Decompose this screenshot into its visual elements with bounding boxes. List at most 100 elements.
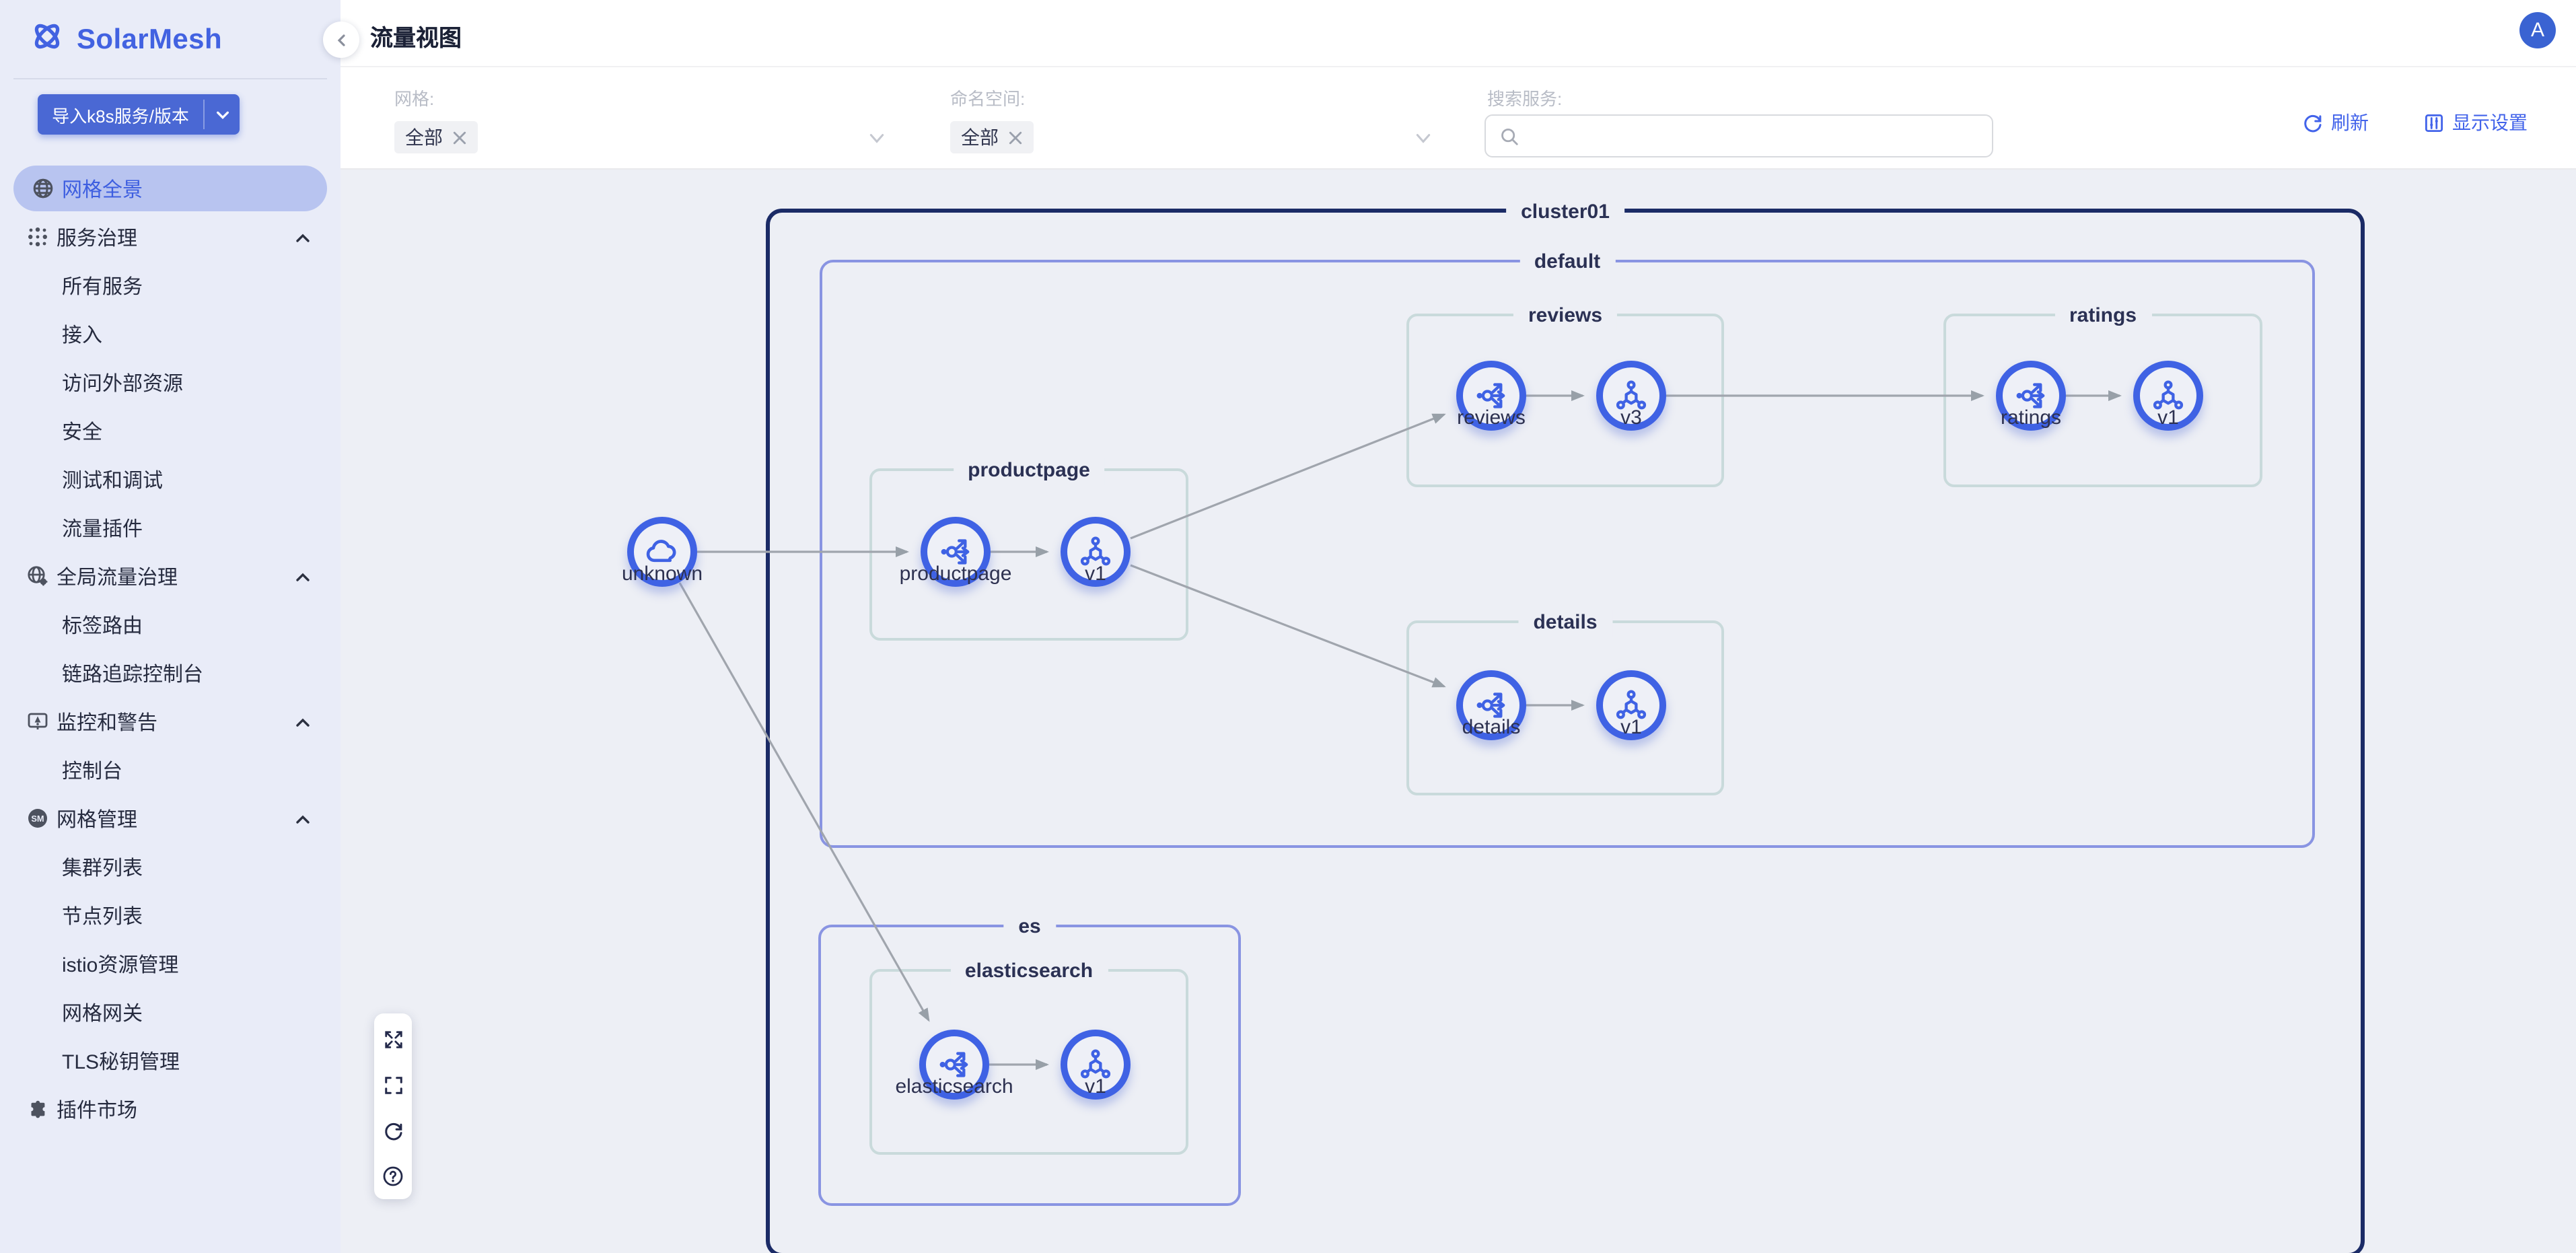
- sidebar-item-label: 链路追踪控制台: [62, 663, 204, 686]
- sidebar-group-label: 全局流量治理: [57, 566, 178, 589]
- node-details[interactable]: [1456, 670, 1526, 740]
- header: 流量视图 A: [341, 0, 2576, 66]
- namespace-filter-label: 命名空间:: [950, 89, 1026, 109]
- sidebar-item-tracing-console[interactable]: 链路追踪控制台: [0, 649, 341, 697]
- sidebar-item-label: 插件市场: [57, 1099, 138, 1122]
- sidebar-item-access[interactable]: 接入: [0, 310, 341, 358]
- search-service-box: [1484, 114, 1993, 157]
- sidebar-item-label: 流量插件: [62, 517, 143, 540]
- node-label: v1: [1620, 716, 1642, 739]
- mesh-filter-label: 网格:: [394, 89, 435, 109]
- node-ratings[interactable]: [1996, 361, 2066, 431]
- fullscreen-button[interactable]: [374, 1062, 412, 1108]
- cluster-label: cluster01: [1506, 199, 1624, 226]
- expand-arrows-icon: [384, 1030, 402, 1048]
- refresh-button[interactable]: 刷新: [2303, 109, 2369, 136]
- service-box-elasticsearch[interactable]: elasticsearch: [869, 958, 1188, 1155]
- sidebar-item-test-debug[interactable]: 测试和调试: [0, 455, 341, 503]
- user-avatar[interactable]: A: [2519, 12, 2556, 48]
- import-k8s-button[interactable]: 导入k8s服务/版本: [38, 94, 240, 135]
- sidebar-divider: [13, 78, 327, 79]
- button-divider: [203, 100, 205, 129]
- namespace-filter-tag[interactable]: 全部: [950, 121, 1034, 153]
- solarmesh-logo-icon: [30, 19, 65, 61]
- refresh-icon: [2304, 114, 2322, 132]
- sidebar-item-external-resources[interactable]: 访问外部资源: [0, 358, 341, 406]
- sm-badge-icon: SM: [27, 808, 48, 829]
- node-label: ratings: [2000, 406, 2062, 429]
- traffic-topology-canvas[interactable]: cluster01 default reviews ratings produc…: [341, 167, 2576, 1253]
- filter-bar: 网格: 全部 命名空间: 全部 搜索服务: 刷新 显示设置: [341, 66, 2576, 170]
- node-elasticsearch-v1[interactable]: [1061, 1030, 1131, 1100]
- sidebar-group-monitoring-alerts[interactable]: 监控和警告: [0, 697, 341, 746]
- remove-icon[interactable]: [452, 130, 467, 145]
- node-label: elasticsearch: [895, 1075, 1013, 1098]
- sidebar-item-label: istio资源管理: [62, 954, 179, 976]
- node-label: reviews: [1457, 406, 1526, 429]
- node-label: v1: [2157, 406, 2179, 429]
- service-group-label: reviews: [1513, 303, 1618, 330]
- chevron-left-icon: [336, 34, 345, 46]
- logo: SolarMesh: [30, 19, 222, 61]
- chevron-down-icon[interactable]: [205, 94, 240, 135]
- namespace-label: es: [1003, 914, 1056, 941]
- service-box-ratings[interactable]: ratings: [1943, 303, 2262, 487]
- service-group-label: details: [1518, 610, 1612, 637]
- sidebar-item-console[interactable]: 控制台: [0, 746, 341, 794]
- help-button[interactable]: [374, 1153, 412, 1199]
- import-k8s-button-label[interactable]: 导入k8s服务/版本: [52, 106, 189, 126]
- search-service-input[interactable]: [1519, 116, 1992, 156]
- sidebar-item-traffic-plugins[interactable]: 流量插件: [0, 503, 341, 552]
- namespace-box-default[interactable]: default: [820, 249, 2315, 848]
- service-box-productpage[interactable]: productpage: [869, 458, 1188, 641]
- sidebar-collapse-button[interactable]: [323, 22, 359, 58]
- fit-view-button[interactable]: [374, 1016, 412, 1062]
- chevron-up-icon[interactable]: [295, 568, 311, 584]
- node-ratings-v1[interactable]: [2133, 361, 2203, 431]
- sidebar-item-label: 节点列表: [62, 905, 143, 928]
- sidebar-item-node-list[interactable]: 节点列表: [0, 891, 341, 939]
- namespace-box-es[interactable]: es: [818, 914, 1241, 1206]
- sidebar-item-label: 网格全景: [62, 178, 143, 201]
- node-productpage[interactable]: [921, 517, 991, 587]
- sidebar-item-all-services[interactable]: 所有服务: [0, 261, 341, 310]
- app-name: SolarMesh: [77, 24, 222, 55]
- chevron-up-icon[interactable]: [295, 229, 311, 245]
- sidebar-item-tls-keys[interactable]: TLS秘钥管理: [0, 1036, 341, 1085]
- chevron-down-icon[interactable]: [1415, 129, 1432, 147]
- sidebar-item-security[interactable]: 安全: [0, 406, 341, 455]
- sidebar-item-label: TLS秘钥管理: [62, 1050, 180, 1073]
- reload-layout-button[interactable]: [374, 1108, 412, 1153]
- sidebar-item-label: 集群列表: [62, 857, 143, 880]
- service-group-label: ratings: [2054, 303, 2152, 330]
- node-reviews[interactable]: [1456, 361, 1526, 431]
- sidebar-item-istio-resources[interactable]: istio资源管理: [0, 939, 341, 988]
- node-reviews-v3[interactable]: [1596, 361, 1666, 431]
- sidebar-group-mesh-management[interactable]: SM 网格管理: [0, 794, 341, 843]
- globe-gear-icon: [27, 565, 48, 587]
- chevron-up-icon[interactable]: [295, 810, 311, 826]
- avatar-initial: A: [2530, 19, 2544, 42]
- sidebar-item-label: 测试和调试: [62, 469, 164, 492]
- sidebar-group-service-governance[interactable]: 服务治理: [0, 213, 341, 261]
- node-productpage-v1[interactable]: [1061, 517, 1131, 587]
- service-box-reviews[interactable]: reviews: [1406, 303, 1724, 487]
- display-settings-label: 显示设置: [2452, 112, 2528, 133]
- remove-icon[interactable]: [1008, 130, 1023, 145]
- node-details-v1[interactable]: [1596, 670, 1666, 740]
- mesh-filter-tag[interactable]: 全部: [394, 121, 478, 153]
- display-settings-button[interactable]: 显示设置: [2424, 109, 2528, 136]
- search-icon: [1501, 128, 1518, 145]
- sidebar-group-global-traffic[interactable]: 全局流量治理: [0, 552, 341, 600]
- chevron-up-icon[interactable]: [295, 713, 311, 729]
- node-unknown[interactable]: [627, 517, 697, 587]
- chevron-down-icon[interactable]: [868, 129, 886, 147]
- sidebar-item-label-routing[interactable]: 标签路由: [0, 600, 341, 649]
- sidebar-item-plugin-market[interactable]: 插件市场: [0, 1085, 341, 1133]
- sidebar-item-label: 接入: [62, 324, 103, 347]
- sidebar-item-mesh-overview[interactable]: 网格全景: [13, 166, 327, 211]
- sidebar-item-mesh-gateway[interactable]: 网格网关: [0, 988, 341, 1036]
- service-box-details[interactable]: details: [1406, 610, 1724, 795]
- sidebar-item-cluster-list[interactable]: 集群列表: [0, 843, 341, 891]
- node-elasticsearch[interactable]: [919, 1030, 989, 1100]
